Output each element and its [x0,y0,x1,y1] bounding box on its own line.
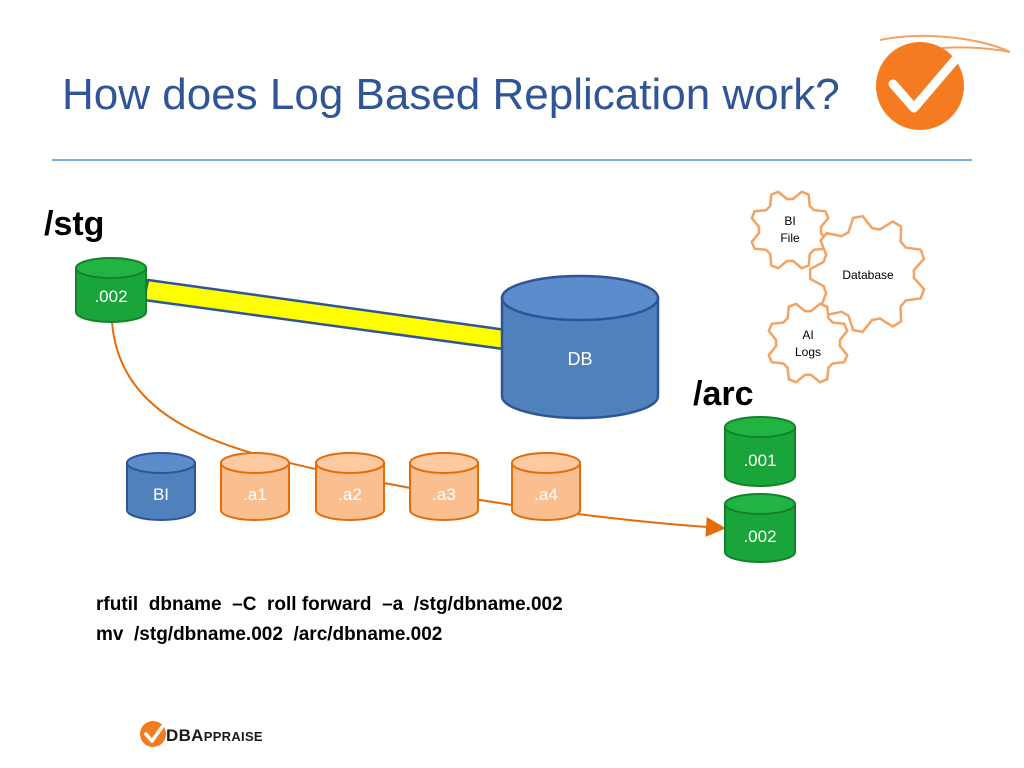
database-gear: Database [808,214,926,334]
a2-label: .a2 [338,485,362,504]
dbappraise-logo-icon [140,721,166,747]
arc-002-label: .002 [743,527,776,546]
arc-directory-label: /arc [693,375,754,413]
stg-002-label: .002 [94,287,127,306]
bi-file-gear-line2: File [780,231,800,245]
move-command: mv /stg/dbname.002 /arc/dbname.002 [96,624,443,645]
ai-extent-a2-cylinder: .a2 [315,452,385,521]
db-cylinder: DB [500,274,660,420]
slide-title: How does Log Based Replication work? [62,70,840,119]
ai-extent-a4-cylinder: .a4 [511,452,581,521]
stg-002-cylinder: .002 [75,257,147,323]
database-gear-label: Database [842,268,894,282]
ai-logs-gear-line2: Logs [795,345,821,359]
a1-label: .a1 [243,485,267,504]
arc-001-cylinder: .001 [724,416,796,487]
db-label: DB [567,349,592,369]
ai-logs-gear: AI Logs [767,302,849,384]
arc-001-label: .001 [743,451,776,470]
logo-small-text: PPRAISE [203,729,263,744]
arc-002-cylinder: .002 [724,493,796,563]
stg-directory-label: /stg [44,205,105,243]
dbappraise-logo-text: DBAPPRAISE [166,726,263,746]
bi-file-gear: BI File [750,190,830,270]
a4-label: .a4 [534,485,558,504]
ai-extent-a3-cylinder: .a3 [409,452,479,521]
logo-bold-text: DBA [166,726,204,745]
title-divider [52,159,972,161]
ai-extent-a1-cylinder: .a1 [220,452,290,521]
bi-cylinder: BI [126,452,196,521]
ai-logs-gear-line1: AI [802,328,813,342]
command-block: rfutil dbname –C roll forward –a /stg/db… [96,590,563,650]
bi-label: BI [153,485,169,504]
bi-file-gear-line1: BI [784,214,795,228]
roll-forward-command: rfutil dbname –C roll forward –a /stg/db… [96,594,563,615]
a3-label: .a3 [432,485,456,504]
checkmark-logo-icon [876,34,1011,130]
roll-forward-arrow [142,278,545,363]
